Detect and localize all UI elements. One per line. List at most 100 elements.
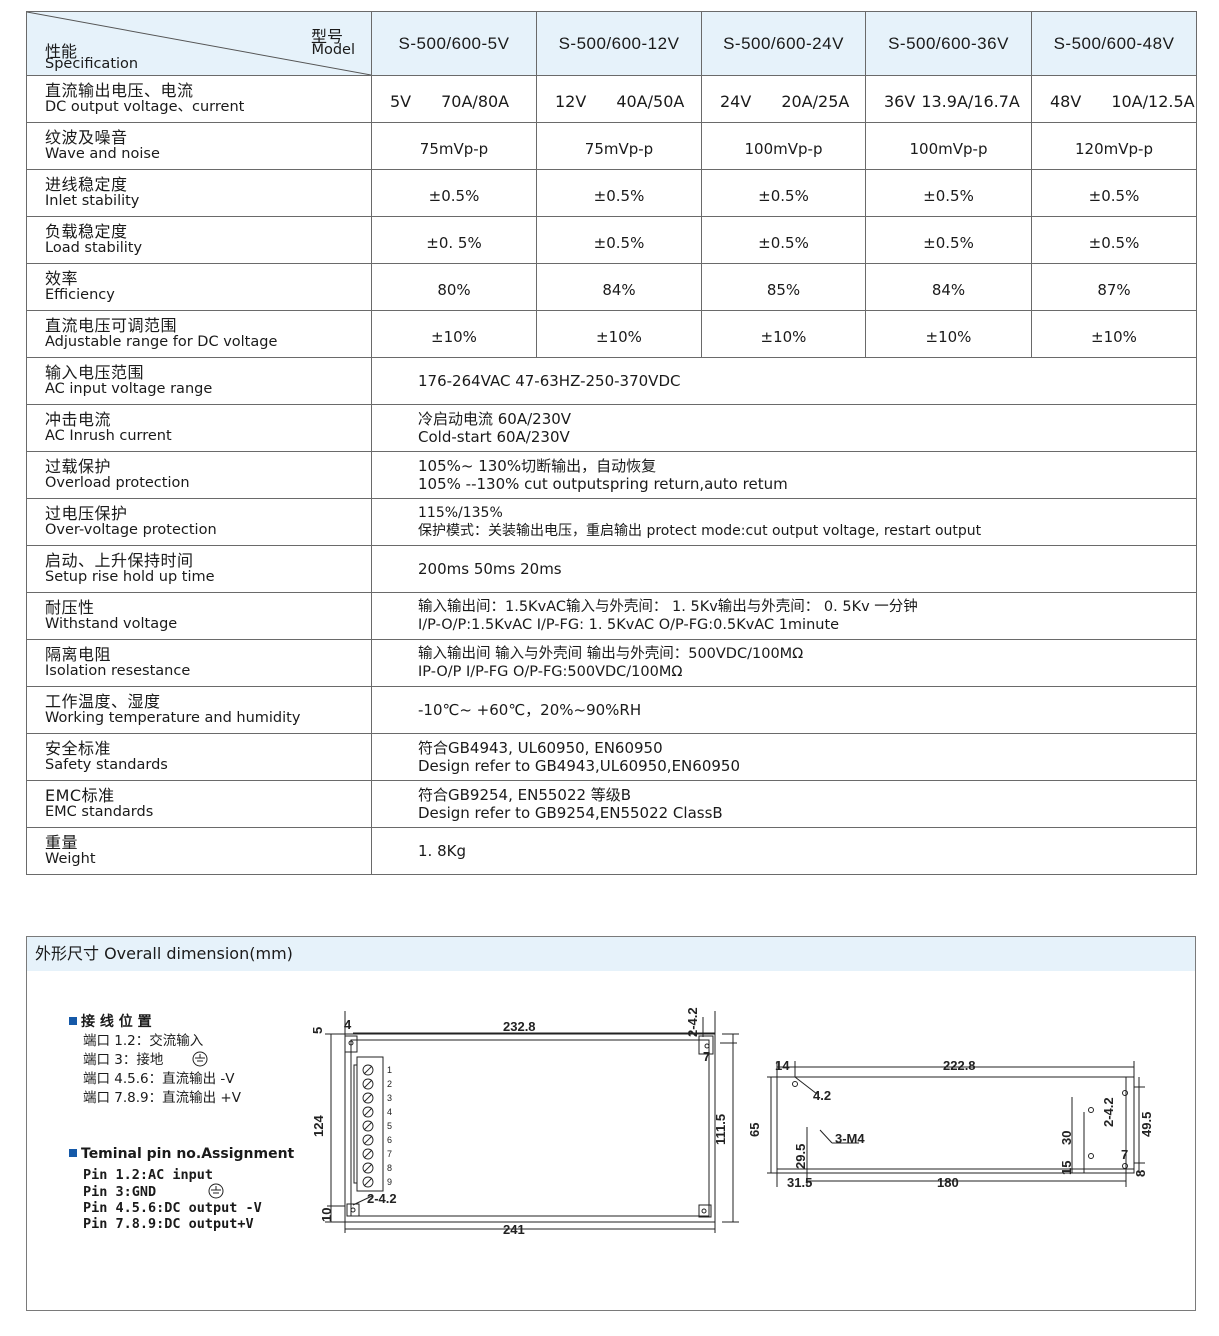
row-label-cn: 纹波及噪音	[45, 128, 128, 147]
value-cell: ±0.5%	[371, 169, 537, 217]
dim-hole-top: 2-4.2	[685, 1007, 700, 1037]
dim-inner-height: 111.5	[713, 1114, 728, 1145]
value-cell: ±0.5%	[701, 169, 866, 217]
row-label-cn: 过电压保护	[45, 504, 128, 523]
value-cell: 75mVp-p	[536, 122, 702, 170]
dim-side-h7: 7	[1121, 1147, 1128, 1162]
dim-bottom-margin: 10	[319, 1208, 334, 1222]
row-label-cn: 隔离电阻	[45, 645, 112, 664]
value-line: 输入输出间：1.5KvAC输入与外壳间： 1. 5Kv输出与外壳间： 0. 5K…	[418, 599, 918, 615]
header-row: 型号 Model 性能 Specification S-500/600-5V S…	[26, 11, 1197, 76]
row-label-cn: 启动、上升保持时间	[45, 551, 194, 570]
front-view	[325, 1011, 739, 1233]
row-label-en: Load stability	[45, 240, 143, 256]
dim-side-hole: 4.2	[813, 1088, 831, 1103]
pin-line: Pin 4.5.6:DC output -V	[83, 1200, 262, 1216]
pin-line-text: Pin 3:GND	[83, 1184, 157, 1200]
terminal-number: 1	[387, 1065, 392, 1075]
value-line: 符合GB4943, UL60950, EN60950	[418, 739, 663, 757]
dim-bottom-width: 241	[503, 1222, 525, 1237]
wide-value-cell: 176-264VAC 47-63HZ-250-370VDC	[371, 357, 1197, 405]
value-line: 200ms 50ms 20ms	[418, 560, 562, 578]
row-label-en: Working temperature and humidity	[45, 710, 301, 726]
pin-line-text: 端口 3：接地	[83, 1052, 164, 1068]
current-value: 70A/80A	[441, 92, 510, 111]
terminal-numbers: 1 2 3 4 5 6 7 8 9	[387, 1065, 392, 1187]
terminal-number: 3	[387, 1093, 392, 1103]
dim-side-hole-pitch: 29.5	[793, 1144, 808, 1169]
model-header: S-500/600-36V	[865, 11, 1032, 76]
pin-title-cn: 接 线 位 置	[69, 1013, 241, 1032]
pin-assignment-cn: 接 线 位 置 端口 1.2：交流输入 端口 3：接地 端口 4.5.6：直流输…	[69, 1013, 241, 1108]
value-cell: 80%	[371, 263, 537, 311]
row-label-en: DC output voltage、current	[45, 99, 245, 115]
row-label-en: Weight	[45, 851, 96, 867]
value-cell: ±0.5%	[536, 169, 702, 217]
terminal-number: 2	[387, 1079, 392, 1089]
row-label-en: Safety standards	[45, 757, 168, 773]
row-label-cn: EMC标准	[45, 786, 115, 805]
value-line: Design refer to GB4943,UL60950,EN60950	[418, 757, 740, 775]
value-cell: ±10%	[371, 310, 537, 358]
value-cell: ±0.5%	[701, 216, 866, 264]
terminal-number: 7	[387, 1149, 392, 1159]
diagonal-divider	[27, 12, 371, 75]
row-label-cn: 重量	[45, 833, 79, 852]
bullet-square-icon	[69, 1149, 77, 1157]
pin-line: Pin 7.8.9:DC output+V	[83, 1216, 254, 1232]
value-line: I/P-O/P:1.5KvAC I/P-FG: 1. 5KvAC O/P-FG:…	[418, 617, 840, 633]
spec-label-en: Specification	[45, 56, 139, 72]
front-dimension-labels: 232.8 4 5 2-4.2 7 124 111.5 10 2-4.2 241	[310, 1007, 728, 1237]
row-label-en: Wave and noise	[45, 146, 160, 162]
row-label-en: Overload protection	[45, 475, 190, 491]
value-line: Design refer to GB9254,EN55022 ClassB	[418, 804, 723, 822]
dim-top-margin: 5	[310, 1027, 325, 1034]
value-line: 1. 8Kg	[418, 842, 466, 860]
current-value: 40A/50A	[616, 92, 685, 111]
value-cell: ±0.5%	[865, 216, 1032, 264]
value-cell: 84%	[865, 263, 1032, 311]
value-line: -10℃~ +60℃，20%~90%RH	[418, 701, 642, 719]
model-header: S-500/600-5V	[371, 11, 537, 76]
row-label-cn: 耐压性	[45, 598, 95, 617]
voltage-value: 24V	[720, 92, 752, 111]
row-label-cn: 冲击电流	[45, 410, 112, 429]
dim-side-h30: 30	[1059, 1131, 1074, 1145]
voltage-value: 36V	[884, 92, 916, 111]
value-cell: 85%	[701, 263, 866, 311]
dim-side-left: 14	[775, 1058, 790, 1073]
header-corner: 型号 Model 性能 Specification	[26, 11, 372, 76]
terminal-number: 4	[387, 1107, 392, 1117]
model-header: S-500/600-24V	[701, 11, 866, 76]
value-cell: 75mVp-p	[371, 122, 537, 170]
row-label-en: AC Inrush current	[45, 428, 172, 444]
pin-line: 端口 7.8.9：直流输出 +V	[83, 1090, 241, 1106]
wide-value-cell: 输入输出间：1.5KvAC输入与外壳间： 1. 5Kv输出与外壳间： 0. 5K…	[371, 592, 1197, 640]
row-label-en: Setup rise hold up time	[45, 569, 215, 585]
wide-value-cell: 200ms 50ms 20ms	[371, 545, 1197, 593]
value-line: 176-264VAC 47-63HZ-250-370VDC	[418, 372, 681, 390]
dim-side-h15: 15	[1059, 1161, 1074, 1175]
